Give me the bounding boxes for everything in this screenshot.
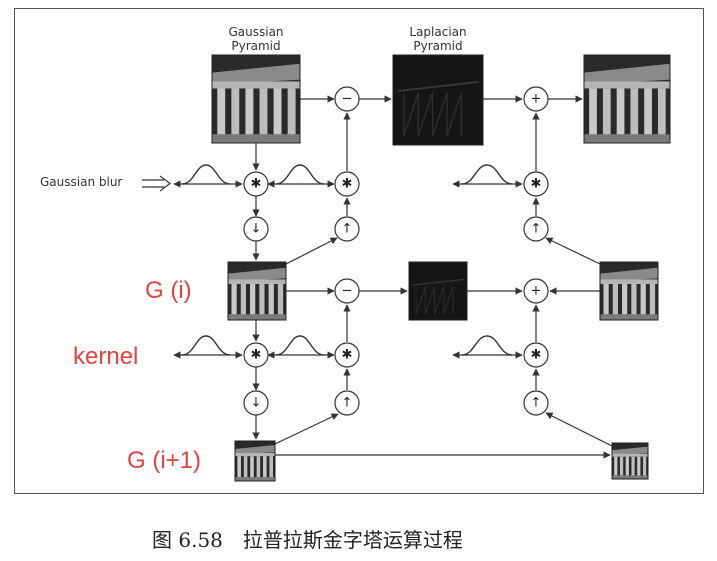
- gaussian-level-1-image: [227, 261, 287, 321]
- upsample-op-l1-symbol: ↑: [342, 396, 353, 411]
- add-op-1: [523, 278, 549, 304]
- annotation-kernel: kernel: [73, 343, 138, 370]
- upsample-op-r0: [523, 216, 549, 242]
- downsample-op-1-symbol: ↓: [251, 396, 262, 411]
- gaussian-bump-icon: [181, 335, 231, 356]
- gaussian-bump-icon: [461, 335, 513, 356]
- gaussian-bump-icon: [275, 335, 325, 356]
- gaussian-blur-label: Gaussian blur: [40, 175, 122, 189]
- arrow-diagonal-icon: [545, 237, 601, 265]
- annotation-g-i: G (i): [145, 277, 192, 304]
- convolve-op-l0: [334, 171, 360, 197]
- upsample-op-l1: [334, 390, 360, 416]
- convolve-op-l1: [334, 342, 360, 368]
- upsample-op-r0-symbol: ↑: [531, 222, 542, 237]
- convolve-op-r1: [523, 342, 549, 368]
- double-arrow-icon: [142, 175, 171, 192]
- reconstructed-level-2-image: [611, 442, 649, 480]
- add-op-1-symbol: +: [531, 284, 542, 299]
- reconstructed-level-1-image: [599, 261, 659, 321]
- annotation-g-i-plus-1: G (i+1): [127, 447, 201, 474]
- subtract-op-0-symbol: −: [342, 92, 353, 107]
- arrow-diagonal-icon: [545, 412, 613, 447]
- upsample-op-l0-symbol: ↑: [342, 222, 353, 237]
- figure-frame: [14, 8, 704, 494]
- subtract-op-1-symbol: −: [342, 284, 353, 299]
- gaussian-level-2-image: [234, 440, 276, 482]
- reconstructed-level-0-image: [583, 54, 671, 144]
- laplacian-level-0-image: [392, 54, 484, 146]
- upsample-op-r1: [523, 390, 549, 416]
- laplacian-level-1-image: [408, 261, 468, 321]
- laplacian-pyramid-label-1: Laplacian: [409, 25, 466, 39]
- downsample-op-0-symbol: ↓: [251, 222, 262, 237]
- upsample-op-r1-symbol: ↑: [531, 396, 542, 411]
- convolve-op-l0-symbol: ✱: [342, 177, 353, 192]
- gaussian-bump-icon: [275, 164, 325, 185]
- gaussian-bump-icon: [461, 164, 513, 185]
- arrow-diagonal-icon: [285, 237, 338, 265]
- convolve-op-g1-symbol: ✱: [251, 348, 262, 363]
- convolve-op-r0: [523, 171, 549, 197]
- arrow-diagonal-icon: [274, 413, 339, 445]
- gaussian-pyramid-label-2: Pyramid: [231, 39, 280, 53]
- gaussian-bump-icon: [181, 164, 231, 185]
- gaussian-pyramid-label-1: Gaussian: [228, 25, 283, 39]
- convolve-op-l1-symbol: ✱: [342, 348, 353, 363]
- convolve-op-g0-symbol: ✱: [251, 177, 262, 192]
- gaussian-level-0-image: [211, 54, 301, 144]
- figure-caption: 图 6.58 拉普拉斯金字塔运算过程: [152, 528, 463, 552]
- upsample-op-l0: [334, 216, 360, 242]
- convolve-op-r0-symbol: ✱: [531, 177, 542, 192]
- laplacian-pyramid-label-2: Pyramid: [413, 39, 462, 53]
- convolve-op-r1-symbol: ✱: [531, 348, 542, 363]
- add-op-0-symbol: +: [531, 92, 542, 107]
